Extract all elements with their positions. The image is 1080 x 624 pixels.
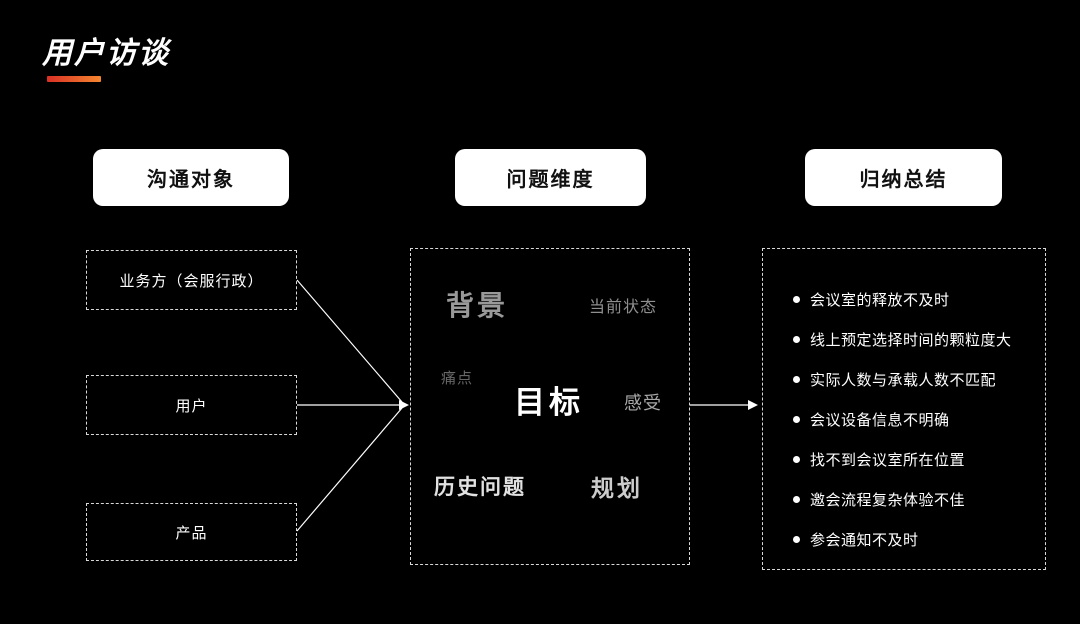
list-item: 会议室的释放不及时 <box>793 279 1035 319</box>
keyword-history-issues: 历史问题 <box>434 476 526 499</box>
keyword-feelings: 感受 <box>624 393 662 413</box>
bullet-dot-icon <box>793 415 800 423</box>
header-summary: 归纳总结 <box>805 149 1002 206</box>
question-dimension-cloud: 背景 当前状态 痛点 目标 感受 历史问题 规划 <box>410 248 690 565</box>
header-communication-targets: 沟通对象 <box>93 149 289 206</box>
title-underline <box>47 76 101 82</box>
page-title: 用户访谈 <box>42 37 170 70</box>
list-item: 实际人数与承载人数不匹配 <box>793 359 1035 399</box>
bullet-dot-icon <box>793 535 800 543</box>
subject-box-business: 业务方（会服行政） <box>86 250 297 310</box>
summary-text: 线上预定选择时间的颗粒度大 <box>810 331 1012 349</box>
summary-text: 参会通知不及时 <box>810 531 919 549</box>
keyword-current-status: 当前状态 <box>589 299 658 316</box>
keyword-planning: 规划 <box>591 475 643 501</box>
bullet-dot-icon <box>793 335 800 343</box>
summary-text: 实际人数与承载人数不匹配 <box>810 371 997 389</box>
list-item: 找不到会议室所在位置 <box>793 439 1035 479</box>
keyword-background: 背景 <box>446 290 509 321</box>
subject-box-product: 产品 <box>86 503 297 561</box>
header-question-dimensions: 问题维度 <box>455 149 646 206</box>
bullet-dot-icon <box>793 495 800 503</box>
summary-text: 会议设备信息不明确 <box>810 411 950 429</box>
subject-label: 业务方（会服行政） <box>119 272 264 290</box>
list-item: 会议设备信息不明确 <box>793 399 1035 439</box>
summary-box: 会议室的释放不及时 线上预定选择时间的颗粒度大 实际人数与承载人数不匹配 会议设… <box>762 248 1046 570</box>
bullet-dot-icon <box>793 375 800 383</box>
keyword-pain-points: 痛点 <box>441 370 474 387</box>
summary-text: 会议室的释放不及时 <box>810 291 950 309</box>
list-item: 邀会流程复杂体验不佳 <box>793 479 1035 519</box>
keyword-goals: 目标 <box>514 385 584 420</box>
summary-text: 找不到会议室所在位置 <box>810 451 966 469</box>
bullet-dot-icon <box>793 455 800 463</box>
bullet-dot-icon <box>793 295 800 303</box>
subject-label: 用户 <box>175 397 208 415</box>
summary-list: 会议室的释放不及时 线上预定选择时间的颗粒度大 实际人数与承载人数不匹配 会议设… <box>793 279 1035 559</box>
subject-label: 产品 <box>175 524 208 542</box>
summary-text: 邀会流程复杂体验不佳 <box>810 491 966 509</box>
list-item: 参会通知不及时 <box>793 519 1035 559</box>
subject-box-user: 用户 <box>86 375 297 435</box>
list-item: 线上预定选择时间的颗粒度大 <box>793 319 1035 359</box>
